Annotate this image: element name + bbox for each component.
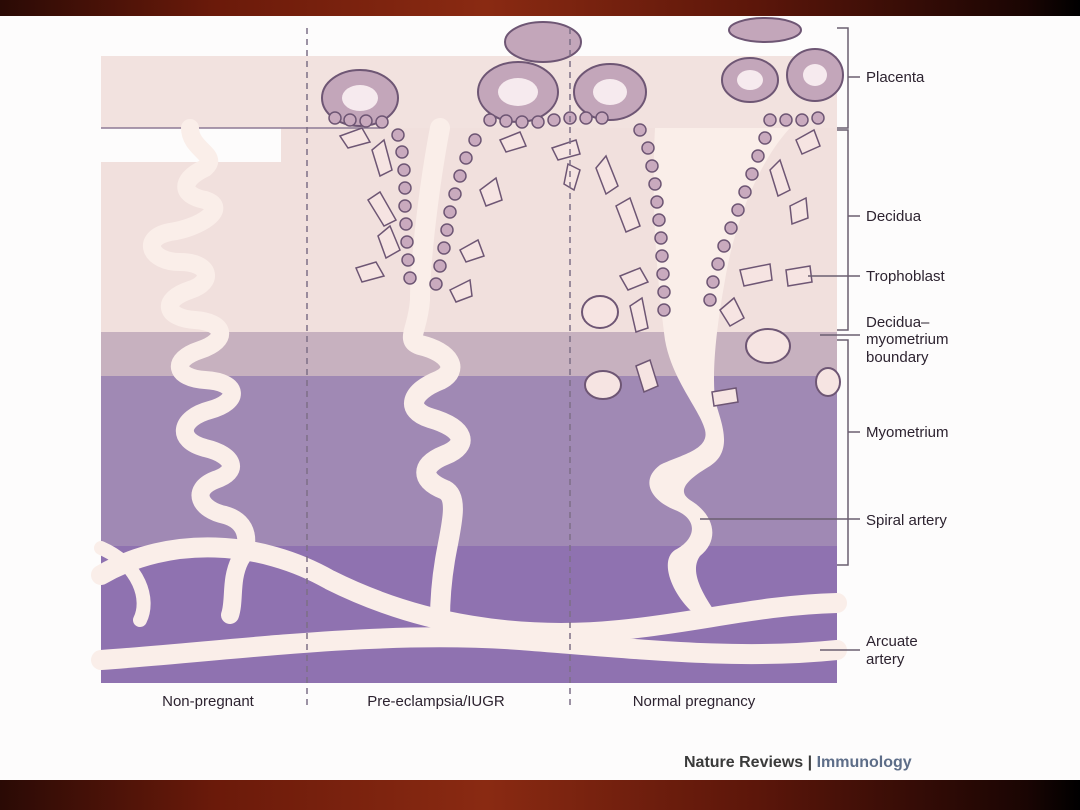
column-label-nonpregnant: Non-pregnant bbox=[162, 693, 255, 710]
placenta-layer bbox=[101, 56, 837, 128]
arcuate-artery bbox=[91, 537, 847, 670]
layer-brackets bbox=[700, 27, 860, 651]
bottom-border bbox=[0, 780, 1080, 810]
credit-separator: | bbox=[807, 754, 813, 771]
trophoblast-cells bbox=[338, 127, 821, 407]
label-boundary-2: myometrium bbox=[866, 331, 949, 348]
column-label-preeclampsia: Pre-eclampsia/IUGR bbox=[367, 693, 505, 710]
label-myometrium: Myometrium bbox=[866, 424, 949, 441]
credit-journal: Nature Reviews bbox=[684, 754, 804, 771]
label-spiral-artery: Spiral artery bbox=[866, 512, 947, 529]
spiral-artery-diagram: Placenta Decidua Trophoblast Decidua– my… bbox=[91, 17, 949, 710]
cell-nuclei bbox=[342, 64, 827, 111]
label-decidua: Decidua bbox=[866, 208, 922, 225]
giant-cells bbox=[581, 295, 841, 400]
trophoblast-lining bbox=[328, 111, 825, 317]
label-boundary-3: boundary bbox=[866, 349, 929, 366]
journal-credit: Nature Reviews | Immunology bbox=[684, 754, 912, 772]
spiral-artery-nonpregnant bbox=[143, 119, 256, 624]
credit-section: Immunology bbox=[816, 754, 912, 771]
column-label-normal: Normal pregnancy bbox=[633, 693, 756, 710]
label-trophoblast: Trophoblast bbox=[866, 268, 945, 285]
label-arcuate-1: Arcuate bbox=[866, 633, 918, 650]
label-placenta: Placenta bbox=[866, 69, 925, 86]
label-arcuate-2: artery bbox=[866, 651, 905, 668]
spiral-artery-preeclampsia bbox=[402, 118, 471, 630]
spiral-artery-normal bbox=[649, 128, 790, 615]
label-boundary-1: Decidua– bbox=[866, 314, 930, 331]
top-border bbox=[0, 0, 1080, 16]
